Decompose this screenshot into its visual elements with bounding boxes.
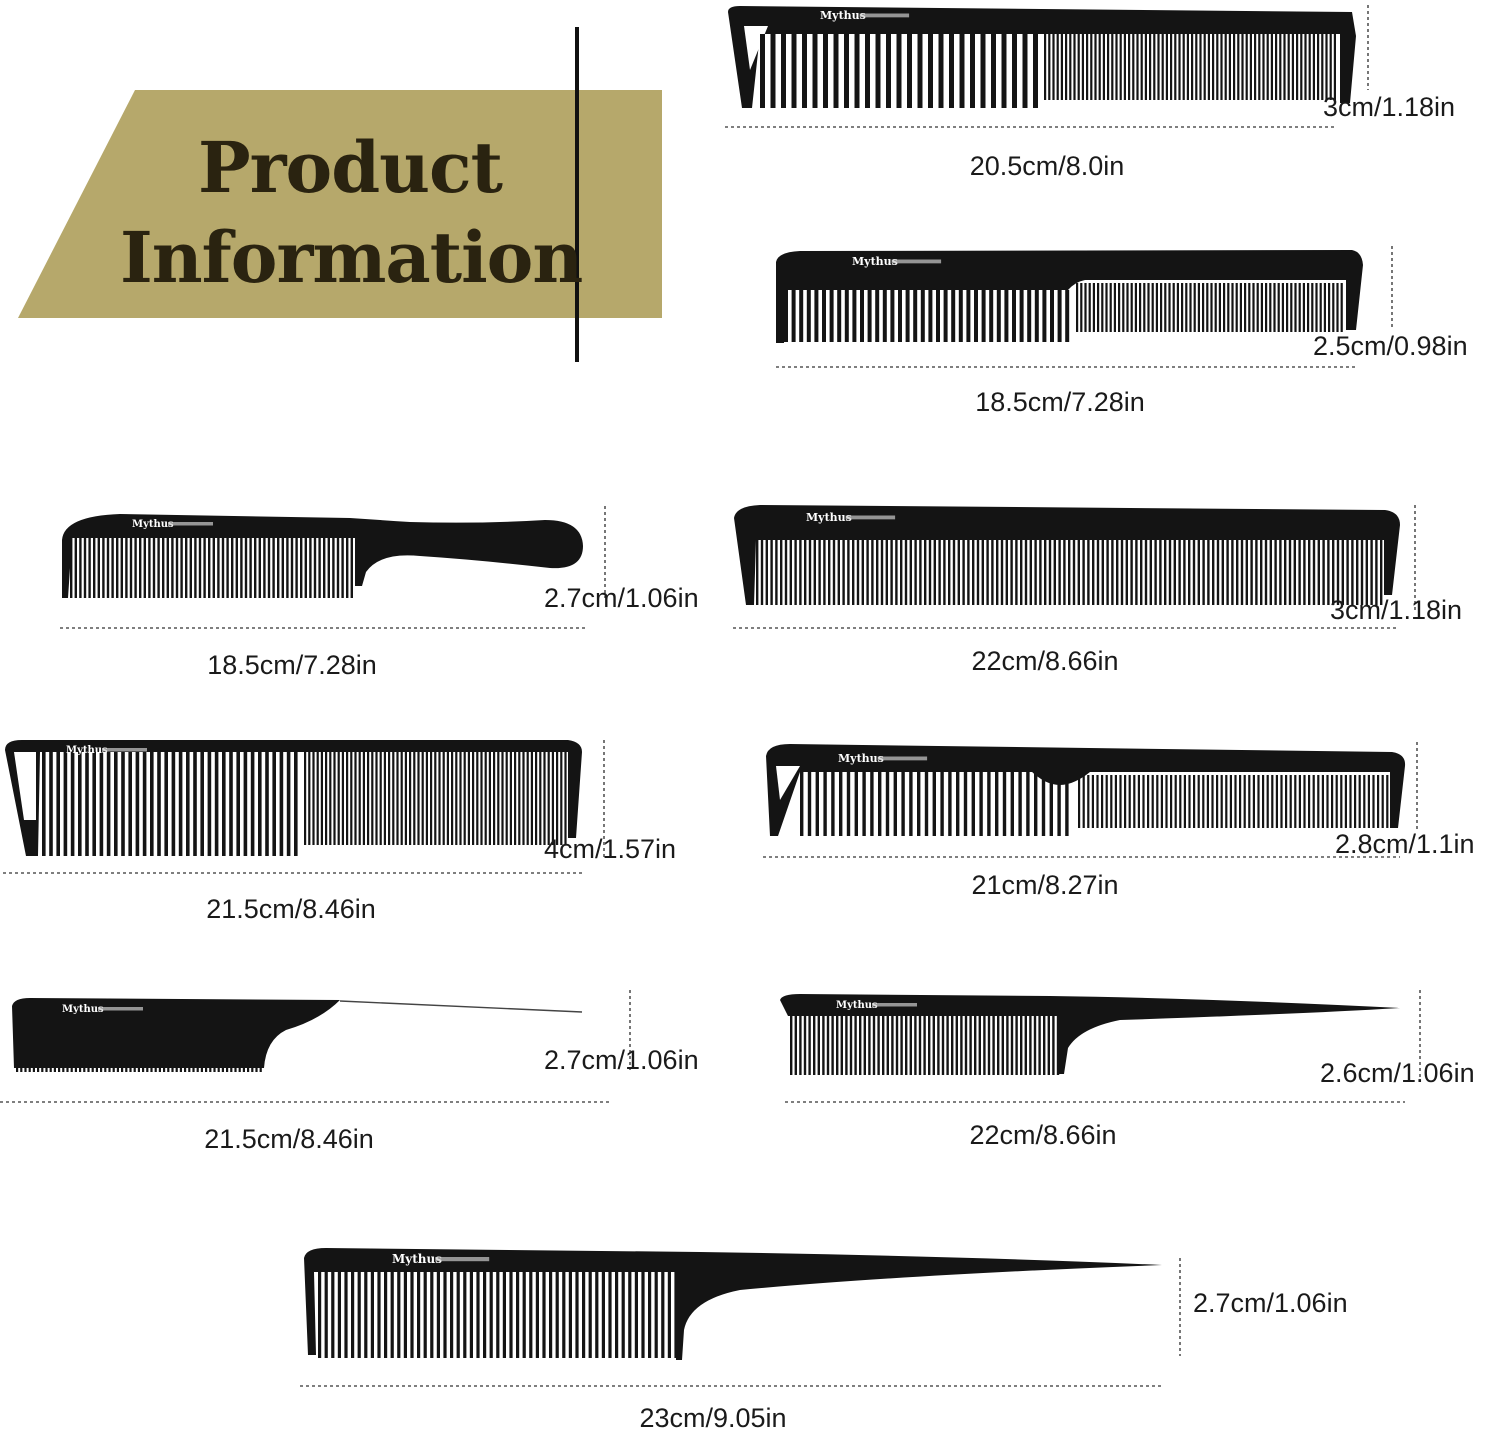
- comb-3-height-label: 2.7cm/1.06in: [544, 583, 699, 613]
- banner-background: [18, 90, 662, 318]
- comb-2-length-label: 18.5cm/7.28in: [975, 387, 1145, 417]
- comb-4-length-label: 22cm/8.66in: [971, 646, 1119, 676]
- comb-9-drawing: Mythus: [304, 1248, 1162, 1360]
- brand-logo: Mythus: [820, 9, 866, 22]
- brand-logo: Mythus: [392, 1252, 442, 1266]
- comb-1-drawing: Mythus: [728, 6, 1356, 108]
- banner-title-line1: Product: [197, 126, 503, 209]
- comb-5-drawing: Mythus: [5, 740, 582, 856]
- brand-logo: Mythus: [62, 1004, 104, 1015]
- comb-1-length-label: 20.5cm/8.0in: [969, 151, 1125, 181]
- comb-5-length-label: 21.5cm/8.46in: [206, 894, 376, 924]
- brand-logo: Mythus: [66, 745, 108, 756]
- comb-5-height-label: 4cm/1.57in: [544, 834, 677, 864]
- comb-7-length-label: 21.5cm/8.46in: [204, 1124, 374, 1154]
- brand-logo: Mythus: [838, 752, 884, 765]
- comb-6-length-label: 21cm/8.27in: [971, 870, 1119, 900]
- comb-2-drawing: Mythus: [776, 250, 1363, 343]
- comb-1-height-label: 3cm/1.18in: [1323, 92, 1456, 122]
- comb-9-length-label: 23cm/9.05in: [639, 1403, 787, 1433]
- comb-4-drawing: Mythus: [734, 505, 1400, 605]
- comb-4-height-label: 3cm/1.18in: [1330, 595, 1463, 625]
- comb-2-height-label: 2.5cm/0.98in: [1313, 331, 1468, 361]
- banner-title-line2: Information: [120, 216, 583, 299]
- comb-3-length-label: 18.5cm/7.28in: [207, 650, 377, 680]
- brand-logo: Mythus: [852, 255, 898, 268]
- brand-logo: Mythus: [132, 519, 174, 530]
- combs-layer: MythusMythusMythusMythusMythusMythusMyth…: [0, 5, 1421, 1387]
- comb-6-height-label: 2.8cm/1.1in: [1335, 829, 1475, 859]
- comb-8-height-label: 2.6cm/1.06in: [1320, 1058, 1475, 1088]
- comb-7-drawing: Mythus: [12, 998, 583, 1072]
- comb-9-height-label: 2.7cm/1.06in: [1193, 1288, 1348, 1318]
- comb-3-drawing: Mythus: [62, 514, 583, 598]
- comb-6-drawing: Mythus: [766, 744, 1406, 836]
- brand-logo: Mythus: [836, 1000, 878, 1011]
- brand-logo: Mythus: [806, 511, 852, 524]
- comb-8-length-label: 22cm/8.66in: [969, 1120, 1117, 1150]
- comb-7-height-label: 2.7cm/1.06in: [544, 1045, 699, 1075]
- comb-8-drawing: Mythus: [780, 994, 1400, 1075]
